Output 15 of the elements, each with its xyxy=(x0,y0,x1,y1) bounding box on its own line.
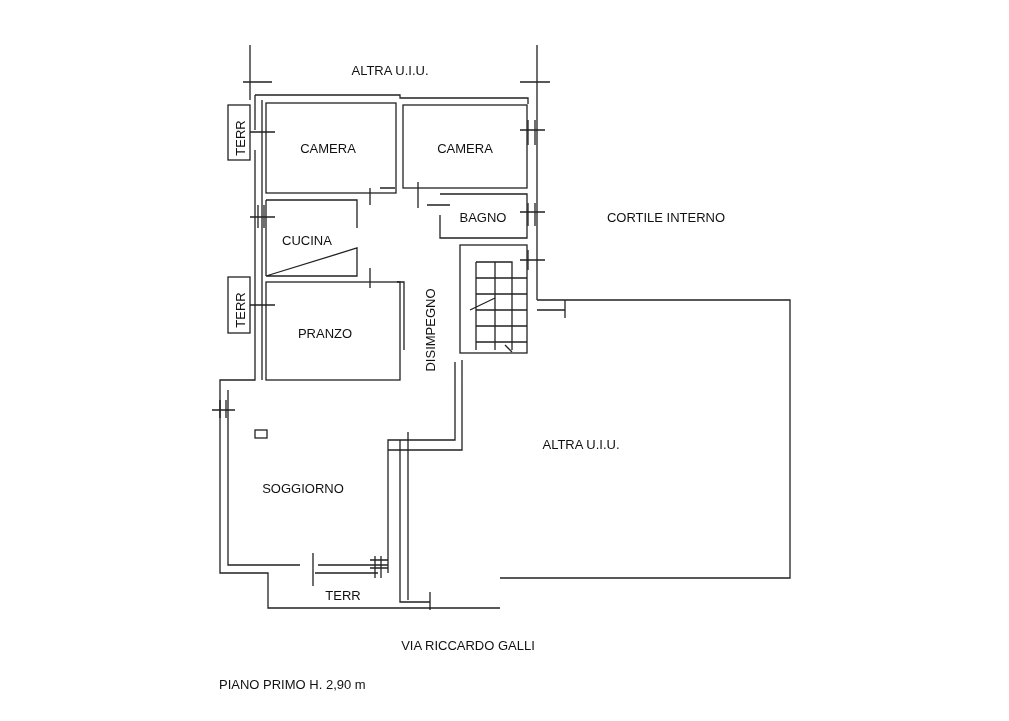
room-label: PRANZO xyxy=(297,326,353,340)
corridor-label: DISIMPEGNO xyxy=(423,288,437,372)
terrace-label: TERR xyxy=(325,588,361,602)
room-label: BAGNO xyxy=(459,210,507,224)
terrace-label: TERR xyxy=(233,292,247,328)
unit-label: ALTRA U.I.U. xyxy=(351,63,429,77)
terrace-label: TERR xyxy=(233,120,247,156)
caption: PIANO PRIMO H. 2,90 m xyxy=(219,677,366,691)
room-label: SOGGIORNO xyxy=(262,481,344,495)
room-label: CAMERA xyxy=(437,141,493,155)
room-label: CUCINA xyxy=(282,233,332,247)
street-label: VIA RICCARDO GALLI xyxy=(401,638,535,652)
room-label: CAMERA xyxy=(300,141,356,155)
unit-label: ALTRA U.I.U. xyxy=(542,437,620,451)
courtyard-label: CORTILE INTERNO xyxy=(606,210,726,224)
